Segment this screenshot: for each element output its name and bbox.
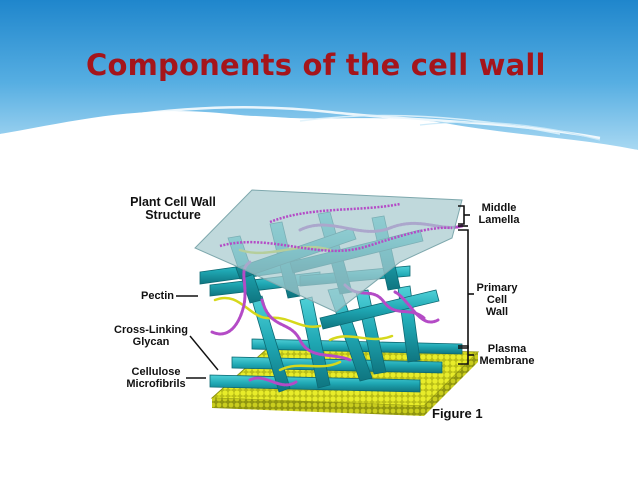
figure-caption: Figure 1 [432, 406, 483, 421]
label-primary-line3: Wall [485, 306, 509, 318]
label-cellulose-line2: Microfibrils [126, 378, 186, 390]
diagram-heading-line1: Plant Cell Wall [130, 195, 216, 209]
header-wave-background [0, 0, 638, 180]
label-cross-linking-glycan: Cross-Linking Glycan [104, 324, 198, 348]
middle-lamella-layer [194, 189, 463, 313]
label-cross-linking-line2: Glycan [132, 336, 170, 348]
label-middle-lamella-line1: Middle [481, 202, 517, 214]
layer-brackets [458, 205, 474, 365]
label-pectin: Pectin [140, 290, 174, 302]
label-middle-lamella-line2: Lamella [478, 214, 520, 226]
label-plasma-line1: Plasma [487, 343, 527, 355]
label-primary-line1: Primary [476, 282, 518, 294]
label-cross-linking-line1: Cross-Linking [114, 324, 188, 336]
label-primary-line2: Cell [486, 294, 508, 306]
slide-title: Components of the cell wall [86, 48, 546, 82]
diagram-heading-line2: Structure [145, 208, 201, 222]
label-plasma-line2: Membrane [479, 355, 535, 367]
label-primary-cell-wall: Primary Cell Wall [474, 282, 520, 318]
label-plasma-membrane: Plasma Membrane [474, 343, 540, 367]
diagram-heading: Plant Cell Wall Structure [114, 196, 232, 222]
label-cellulose-line1: Cellulose [131, 366, 181, 378]
label-middle-lamella: Middle Lamella [472, 202, 526, 226]
label-cellulose-microfibrils: Cellulose Microfibrils [118, 366, 194, 390]
label-pointers [176, 295, 219, 379]
